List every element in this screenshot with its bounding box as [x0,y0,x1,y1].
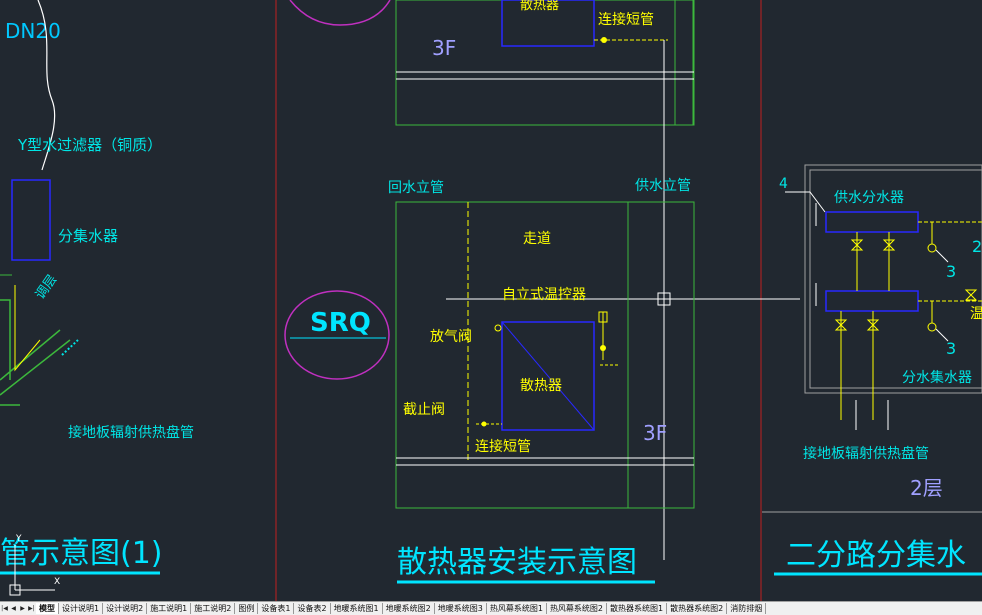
callout-3a: 3 [946,262,956,281]
layout-tab[interactable]: 热风幕系统图1 [487,603,547,614]
prev-tab-button[interactable]: ◀ [11,605,16,612]
corridor-label: 走道 [523,231,551,247]
right-panel: 4 供水分水器 3 3 2 温 分水集水器 [762,164,982,576]
ucs-icon: Y X [9,534,60,596]
stop-valve-label: 截止阀 [403,402,445,418]
return-manifold[interactable] [825,290,919,312]
supply-manifold-label: 供水分水器 [834,190,904,206]
floor-label-2: 2层 [910,476,943,500]
layout-tab[interactable]: 施工说明1 [147,603,192,614]
top-radiator-box [501,0,595,47]
top-short-pipe-label: 连接短管 [598,11,654,28]
layout-tab[interactable]: 施工说明2 [191,603,236,614]
top-radiator-label: 散热器 [520,0,559,13]
layout-tab[interactable]: 热风幕系统图2 [547,603,608,614]
callout-4: 4 [779,176,788,192]
center-panel-title: 散热器安装示意图 [397,545,637,580]
layout-tab[interactable]: 地暖系统图3 [435,603,487,614]
short-pipe-label: 连接短管 [475,438,531,455]
pipe-size-label: DN20 [5,19,61,43]
right-panel-title: 二分路分集水 [786,538,966,573]
room-tag-label: SRQ [310,308,371,338]
air-valve-label: 放气阀 [430,329,472,345]
first-tab-button[interactable]: |◀ [1,605,8,612]
layout-tab[interactable]: 设计说明2 [103,603,148,614]
temp-label: 温 [970,306,982,322]
layout-tab[interactable]: 散热器系统图1 [607,603,668,614]
layout-tab[interactable]: 图例 [235,603,259,614]
floor-coil-label-left: 接地板辐射供热盘管 [68,424,194,441]
floor-label-3f: 3F [643,421,667,445]
layout-tab[interactable]: 散热器系统图2 [667,603,728,614]
layout-tab[interactable]: 设备表1 [258,603,295,614]
supply-riser-label: 供水立管 [635,178,691,194]
fill-label: 调层 [33,272,60,302]
radiator-box[interactable] [501,321,595,431]
layout-tab[interactable]: 设备表2 [294,603,331,614]
drawing-canvas[interactable]: DN20 Y型水过滤器（铜质） 分集水器 调层 接地板辐射供热盘管 管示意图(1… [0,0,982,601]
left-panel-title: 管示意图(1) [0,536,163,571]
svg-text:X: X [54,577,60,587]
floor-coil-label-right: 接地板辐射供热盘管 [803,445,929,462]
manifold-label: 分集水器 [58,227,118,245]
svg-text:Y: Y [15,534,22,544]
floor-section [0,299,71,406]
manifold-box [11,179,51,261]
supply-manifold[interactable] [825,211,919,233]
callout-3b: 3 [946,339,956,358]
return-riser-label: 回水立管 [388,180,444,196]
center-panel: 散热器 连接短管 3F 回水立管 供水立管 走道 自立式温控器 放气阀 散热器 … [284,0,800,584]
crosshair-pickbox[interactable] [657,292,671,306]
room-tag-circle[interactable] [284,290,390,380]
break-curve [37,0,56,171]
layout-tab[interactable]: 设计说明1 [59,603,104,614]
layout-tab[interactable]: 模型 [36,603,59,614]
left-panel: DN20 Y型水过滤器（铜质） 分集水器 调层 接地板辐射供热盘管 管示意图(1… [0,0,194,575]
last-tab-button[interactable]: ▶| [28,605,35,612]
thermostat-label: 自立式温控器 [502,287,586,303]
return-manifold-label: 分水集水器 [902,369,972,386]
layout-tab[interactable]: 地暖系统图2 [383,603,435,614]
layout-tab[interactable]: 地暖系统图1 [331,603,383,614]
callout-2: 2 [972,237,982,256]
layout-tab[interactable]: 消防排烟 [727,603,767,614]
next-tab-button[interactable]: ▶ [20,605,25,612]
top-floor-label: 3F [432,36,456,60]
radiator-label: 散热器 [520,378,562,394]
filter-label: Y型水过滤器（铜质） [17,136,162,154]
room-tag-circle-top [289,0,391,26]
